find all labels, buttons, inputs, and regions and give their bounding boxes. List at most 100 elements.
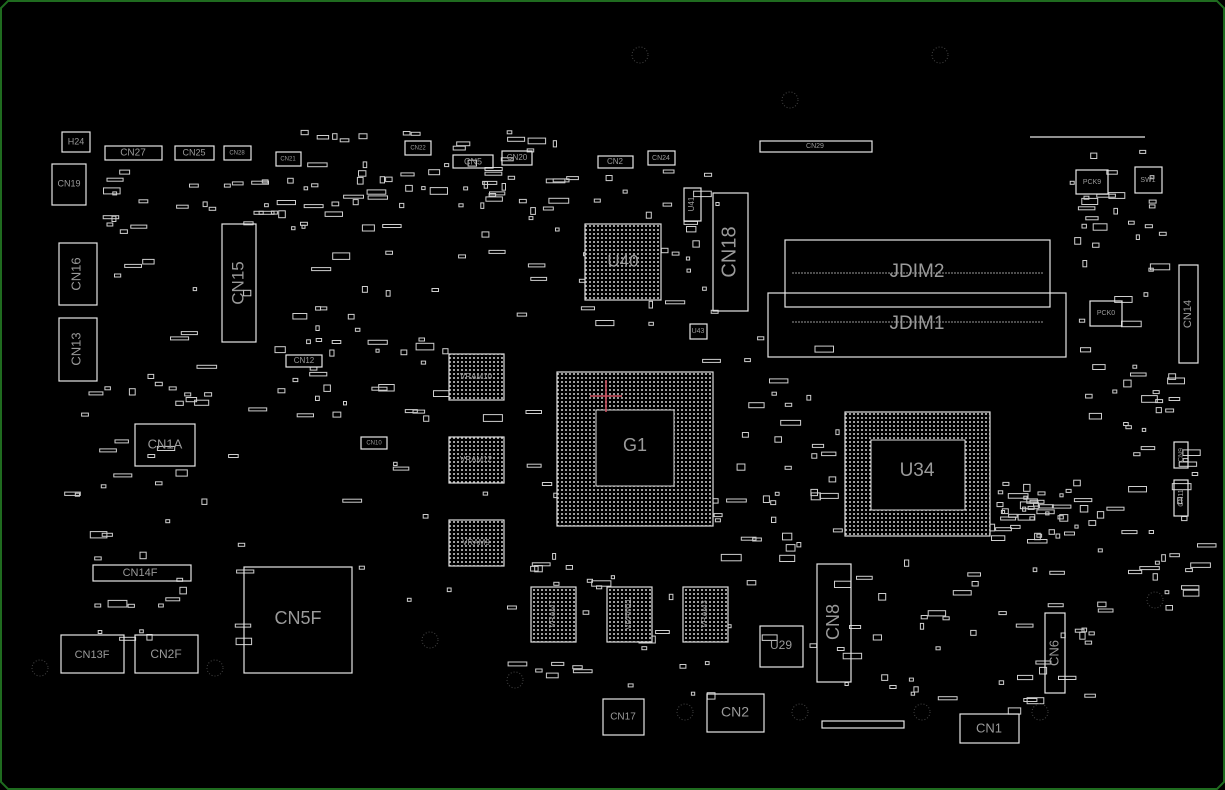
chip-vram7[interactable]: VRAM7: [530, 586, 577, 643]
pad: [1135, 234, 1140, 240]
slot-jdim2[interactable]: JDIM2: [784, 239, 1051, 308]
pad: [1132, 364, 1138, 369]
pad: [593, 198, 601, 203]
component-u41[interactable]: U41: [683, 187, 702, 222]
pad: [488, 193, 497, 197]
pad: [352, 199, 359, 206]
component-cn1[interactable]: CN1: [959, 713, 1020, 744]
component-cn2-top[interactable]: CN2: [597, 155, 634, 169]
component-cn22[interactable]: CN22: [404, 140, 432, 156]
svg-text:SW1: SW1: [1140, 177, 1155, 184]
svg-text:CN2: CN2: [721, 704, 749, 720]
pad: [467, 159, 478, 167]
pad: [278, 210, 286, 219]
component-cn29[interactable]: CN29: [759, 140, 873, 153]
pad: [231, 181, 244, 186]
pad: [702, 286, 707, 291]
component-cn13[interactable]: CN13: [58, 317, 98, 382]
pad: [185, 397, 198, 403]
component-cn16[interactable]: CN16: [58, 242, 98, 306]
svg-text:VRAM9: VRAM9: [462, 538, 490, 547]
component-cn27[interactable]: CN27: [104, 145, 163, 161]
chip-u34[interactable]: U34: [844, 411, 991, 537]
pad: [243, 289, 252, 297]
pad: [482, 180, 498, 185]
pad: [1083, 195, 1090, 200]
pad: [1197, 543, 1217, 548]
chip-vram10[interactable]: VRAM10: [448, 353, 505, 401]
pad: [1029, 516, 1035, 521]
pad: [184, 392, 192, 397]
pad: [404, 409, 418, 414]
component-cn28[interactable]: CN28: [223, 145, 252, 161]
component-cn5f[interactable]: CN5F: [243, 566, 353, 674]
pad: [1074, 524, 1079, 529]
pad: [1085, 393, 1093, 399]
pad: [1092, 364, 1106, 371]
chip-vram11[interactable]: VRAM11: [606, 586, 653, 643]
component-cn9[interactable]: CN9: [1173, 441, 1189, 469]
pad: [1073, 498, 1093, 503]
component-cn8[interactable]: CN8: [816, 563, 852, 683]
pad: [165, 597, 181, 602]
pad: [746, 580, 757, 586]
component-cn2f[interactable]: CN2F: [134, 634, 199, 674]
pad: [1149, 175, 1155, 180]
pad: [1191, 472, 1199, 476]
pad: [811, 443, 825, 448]
pad: [316, 135, 330, 140]
pad: [329, 349, 335, 357]
switch-sw1[interactable]: SW1: [1134, 166, 1163, 194]
slot-jdim1[interactable]: JDIM1: [767, 292, 1067, 358]
chip-vram12[interactable]: VRAM12: [448, 436, 505, 484]
svg-text:CN11: CN11: [1178, 489, 1185, 506]
component-cn10[interactable]: CN10: [360, 436, 388, 450]
pad: [385, 290, 391, 297]
svg-text:VRAM10: VRAM10: [460, 372, 493, 381]
pad: [1148, 199, 1157, 204]
component-cn12[interactable]: CN12: [285, 354, 323, 368]
component-cn2[interactable]: CN2: [706, 693, 765, 733]
chip-u29[interactable]: U29: [759, 625, 804, 668]
pad: [291, 226, 296, 231]
pad: [662, 169, 675, 174]
svg-text:CN17: CN17: [610, 712, 636, 723]
component-cn19[interactable]: CN19: [51, 163, 87, 206]
component-cn6[interactable]: CN6: [1044, 612, 1066, 694]
component-u43[interactable]: U43: [689, 323, 708, 340]
component-h24[interactable]: H24: [61, 131, 91, 153]
component-cn15[interactable]: CN15: [221, 223, 257, 343]
component-cn20[interactable]: CN20: [501, 150, 533, 166]
chip-u40[interactable]: U40: [584, 223, 662, 301]
component-pck9[interactable]: PCK9: [1075, 169, 1109, 195]
pad: [506, 130, 513, 135]
component-cn13f[interactable]: CN13F: [60, 634, 125, 674]
component-cn11[interactable]: CN11: [1173, 479, 1189, 517]
component-cn14[interactable]: CN14: [1178, 264, 1199, 364]
pad: [412, 409, 426, 414]
component-cn25[interactable]: CN25: [174, 145, 215, 161]
component-cn5[interactable]: CN5: [452, 154, 494, 169]
component-cn1a[interactable]: CN1A: [134, 423, 196, 467]
pad: [1112, 389, 1118, 394]
pad: [881, 674, 889, 681]
component-cn14f[interactable]: CN14F: [92, 564, 192, 582]
chip-vram9[interactable]: VRAM9: [448, 519, 505, 567]
component-cn24[interactable]: CN24: [647, 150, 676, 166]
chip-g1[interactable]: G1: [556, 371, 714, 527]
pad: [1165, 605, 1173, 611]
mounting-hole: [1031, 703, 1049, 721]
pad: [99, 448, 117, 453]
component-cn17[interactable]: CN17: [602, 698, 645, 736]
component-cn18[interactable]: CN18: [712, 192, 749, 312]
pad: [251, 180, 269, 185]
svg-text:JDIM2: JDIM2: [890, 261, 945, 282]
chip-vram3[interactable]: VRAM3: [682, 586, 729, 643]
pad: [228, 454, 239, 458]
pad: [553, 581, 560, 586]
pad: [832, 528, 843, 533]
component-pck0[interactable]: PCK0: [1089, 300, 1123, 327]
component-cn21[interactable]: CN21: [275, 151, 302, 167]
